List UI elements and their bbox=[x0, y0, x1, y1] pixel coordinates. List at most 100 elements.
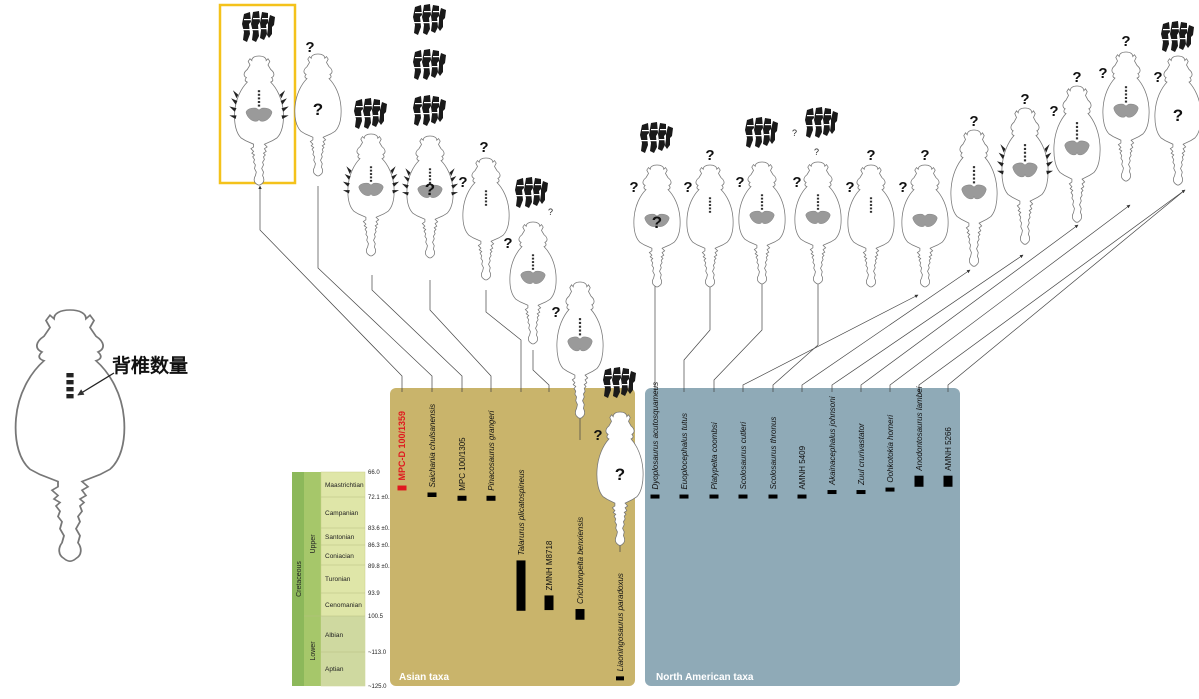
range-bar bbox=[679, 494, 689, 499]
skeleton-mpcd bbox=[229, 55, 289, 186]
age-8: ~125.0 bbox=[368, 684, 387, 690]
taxon-label: MPC-D 100/1359 bbox=[397, 411, 407, 481]
svg-text:?: ? bbox=[898, 179, 907, 196]
range-bar bbox=[885, 487, 895, 492]
stage-cenomanian: Cenomanian bbox=[325, 602, 362, 609]
svg-text:?: ? bbox=[615, 465, 625, 484]
range-bar bbox=[427, 492, 437, 497]
range-bar bbox=[709, 494, 719, 499]
range-bar bbox=[457, 495, 467, 501]
taxon-label: AMNH 5409 bbox=[798, 445, 807, 489]
range-bar bbox=[486, 495, 496, 501]
stage-santonian: Santonian bbox=[325, 534, 355, 541]
stage-coniacian: Coniacian bbox=[325, 553, 354, 560]
svg-text:?: ? bbox=[313, 100, 323, 119]
svg-text:?: ? bbox=[845, 179, 854, 196]
stage-campanian: Campanian bbox=[325, 510, 359, 517]
taxon-label: Scolosaurus thronus bbox=[769, 417, 778, 490]
svg-text:?: ? bbox=[425, 180, 435, 199]
callout-label: 背椎数量 bbox=[112, 354, 188, 377]
svg-text:?: ? bbox=[629, 179, 638, 196]
range-bar bbox=[738, 494, 748, 499]
taxon-label: Oohkotokia horneri bbox=[886, 415, 895, 483]
taxon-label: Zuul crurivastator bbox=[857, 423, 866, 486]
svg-text:?: ? bbox=[652, 213, 662, 232]
range-bar bbox=[397, 485, 407, 491]
taxon-label: AMNH 5266 bbox=[944, 427, 953, 471]
age-3: 86.3 ±0.5 bbox=[368, 543, 394, 549]
svg-text:?: ? bbox=[735, 174, 744, 191]
north-american-taxa-box bbox=[645, 388, 960, 686]
taxon-label: Saichania chulsanensis bbox=[428, 404, 437, 488]
taxon-label: ZMNH M8718 bbox=[545, 540, 554, 590]
svg-text:?: ? bbox=[1153, 69, 1162, 86]
svg-text:?: ? bbox=[458, 174, 467, 191]
age-4: 89.8 ±0.3 bbox=[368, 564, 394, 570]
taxon-label: Pinacosaurus grangeri bbox=[487, 411, 496, 491]
svg-text:?: ? bbox=[479, 139, 488, 156]
taxon-label: Scolosaurus cutleri bbox=[739, 422, 748, 490]
range-bar bbox=[575, 609, 585, 620]
svg-text:?: ? bbox=[866, 147, 875, 164]
range-bar bbox=[943, 475, 953, 487]
callout-arrow bbox=[77, 372, 115, 396]
age-6: 100.5 bbox=[368, 614, 384, 620]
svg-text:?: ? bbox=[1121, 33, 1130, 50]
age-5: 93.9 bbox=[368, 591, 380, 597]
range-bar bbox=[856, 490, 866, 495]
taxa-layer: MPC-D 100/1359 Saichania chulsanensis MPC … bbox=[397, 382, 953, 681]
svg-text:?: ? bbox=[683, 179, 692, 196]
period-label: Cretaceous bbox=[296, 561, 303, 597]
range-bar bbox=[650, 494, 660, 499]
taxon-label: Anodontosaurus lambei bbox=[915, 386, 924, 471]
svg-text:?: ? bbox=[920, 147, 929, 164]
svg-text:?: ? bbox=[503, 235, 512, 252]
stage-aptian: Aptian bbox=[325, 666, 344, 673]
age-0: 66.0 bbox=[368, 470, 380, 476]
svg-text:?: ? bbox=[792, 174, 801, 191]
geologic-timescale: Cretaceous Upper Lower Maastrichtian Cam… bbox=[292, 470, 394, 690]
taxon-label: Akainacephalus johnsoni bbox=[828, 396, 837, 486]
age-7: ~113.0 bbox=[368, 650, 387, 656]
stage-maastrichtian: Maastrichtian bbox=[325, 482, 364, 489]
range-bar bbox=[616, 676, 624, 681]
asian-taxa-label: Asian taxa bbox=[399, 672, 449, 683]
taxon-label: Dyoplosaurus acutosquameus bbox=[651, 382, 660, 490]
taxon-label: Liaoningosaurus paradoxus bbox=[616, 573, 625, 671]
range-bar bbox=[544, 595, 554, 611]
svg-text:?: ? bbox=[705, 147, 714, 164]
svg-text:?: ? bbox=[548, 207, 553, 217]
epoch-lower: Lower bbox=[310, 641, 317, 661]
taxon-label: Talarurus plicatospineus bbox=[517, 469, 526, 555]
age-2: 83.6 ±0.2 bbox=[368, 526, 394, 532]
pes-mpcd bbox=[242, 11, 275, 42]
svg-text:?: ? bbox=[305, 39, 314, 56]
asian-taxa-box bbox=[390, 388, 635, 686]
stage-turonian: Turonian bbox=[325, 576, 351, 583]
svg-text:?: ? bbox=[792, 128, 797, 138]
svg-text:?: ? bbox=[1098, 65, 1107, 82]
callout-skeleton bbox=[14, 309, 126, 563]
range-bar bbox=[914, 475, 924, 487]
taxon-label: Platypelta coombsi bbox=[710, 422, 719, 489]
age-1: 72.1 ±0.2 bbox=[368, 495, 394, 501]
taxon-label: MPC 100/1305 bbox=[458, 437, 467, 491]
taxon-label: Euoplocephalus tutus bbox=[680, 413, 689, 490]
range-bar bbox=[516, 560, 526, 611]
epoch-upper: Upper bbox=[310, 534, 317, 554]
svg-text:?: ? bbox=[1173, 106, 1183, 125]
skeleton-figures: ? ? ? ? ? ? ? ? ? ? ? ? ? ? bbox=[218, 3, 1199, 546]
taxon-label: Crichtonpelta benxiensis bbox=[576, 517, 585, 604]
north-american-taxa-label: North American taxa bbox=[656, 672, 754, 683]
svg-text:?: ? bbox=[814, 147, 819, 157]
svg-text:?: ? bbox=[593, 427, 602, 444]
svg-text:?: ? bbox=[969, 113, 978, 130]
svg-text:?: ? bbox=[1020, 91, 1029, 108]
range-bar bbox=[827, 490, 837, 495]
stage-albian: Albian bbox=[325, 632, 343, 639]
svg-text:?: ? bbox=[551, 304, 560, 321]
range-bar bbox=[797, 494, 807, 499]
range-bar bbox=[768, 494, 778, 499]
svg-text:?: ? bbox=[1072, 69, 1081, 86]
